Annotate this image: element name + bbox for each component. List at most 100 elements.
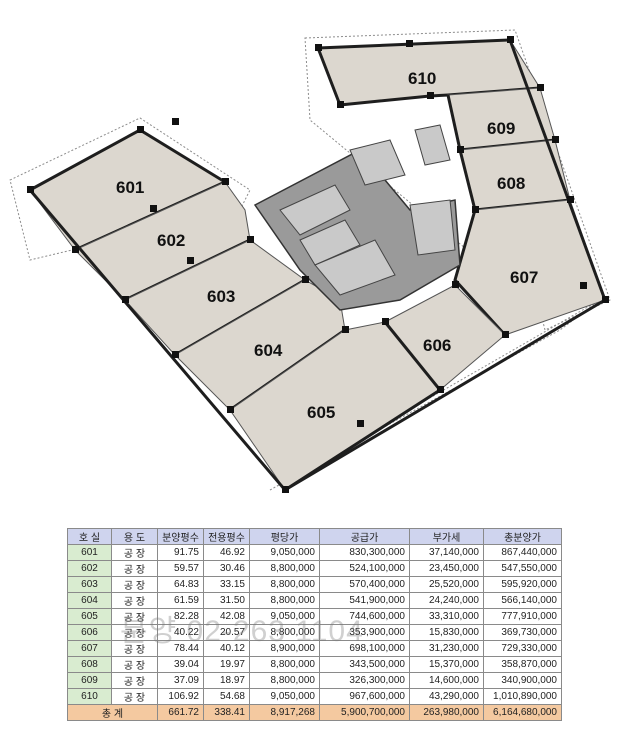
- table-cell: 78.44: [157, 640, 204, 657]
- table-cell: 106.92: [157, 688, 204, 705]
- table-cell: 37,140,000: [409, 544, 484, 561]
- unit-label-608: 608: [497, 174, 525, 193]
- table-cell: 15,830,000: [409, 624, 484, 641]
- table-cell: 605: [67, 608, 112, 625]
- table-cell: 59.57: [157, 560, 204, 577]
- table-cell: 40.12: [203, 640, 250, 657]
- unit-label-609: 609: [487, 119, 515, 138]
- table-cell: 8,800,000: [249, 560, 320, 577]
- table-cell: 604: [67, 592, 112, 609]
- table-cell: 9,050,000: [249, 544, 320, 561]
- column-header: 부가세: [409, 528, 484, 545]
- table-cell: 37.09: [157, 672, 204, 689]
- column-header: 평당가: [249, 528, 320, 545]
- table-cell: 353,900,000: [319, 624, 410, 641]
- table-cell: 14,600,000: [409, 672, 484, 689]
- table-cell: 54.68: [203, 688, 250, 705]
- table-cell: 23,450,000: [409, 560, 484, 577]
- table-cell: 공 장: [111, 544, 158, 561]
- table-cell: 607: [67, 640, 112, 657]
- table-cell: 33,310,000: [409, 608, 484, 625]
- table-cell: 공 장: [111, 576, 158, 593]
- table-cell: 공 장: [111, 672, 158, 689]
- table-cell: 570,400,000: [319, 576, 410, 593]
- table-cell: 42.08: [203, 608, 250, 625]
- table-cell: 9,050,000: [249, 688, 320, 705]
- table-cell: 777,910,000: [483, 608, 562, 625]
- table-cell: 공 장: [111, 640, 158, 657]
- column-header: 총분양가: [483, 528, 562, 545]
- total-cell: 263,980,000: [409, 704, 484, 721]
- table-cell: 595,920,000: [483, 576, 562, 593]
- table-cell: 608: [67, 656, 112, 673]
- unit-label-606: 606: [423, 336, 451, 355]
- column-header: 용 도: [111, 528, 158, 545]
- table-cell: 8,800,000: [249, 624, 320, 641]
- table-cell: 31,230,000: [409, 640, 484, 657]
- table-cell: 369,730,000: [483, 624, 562, 641]
- table-cell: 31.50: [203, 592, 250, 609]
- table-cell: 24,240,000: [409, 592, 484, 609]
- table-cell: 606: [67, 624, 112, 641]
- table-cell: 609: [67, 672, 112, 689]
- table-cell: 343,500,000: [319, 656, 410, 673]
- column-header: 전용평수: [203, 528, 250, 545]
- column-header: 공급가: [319, 528, 410, 545]
- table-cell: 8,900,000: [249, 640, 320, 657]
- unit-label-607: 607: [510, 268, 538, 287]
- total-cell: 661.72: [157, 704, 204, 721]
- table-cell: 8,800,000: [249, 672, 320, 689]
- total-cell: 6,164,680,000: [483, 704, 562, 721]
- table-cell: 8,800,000: [249, 592, 320, 609]
- unit-label-604: 604: [254, 341, 283, 360]
- table-cell: 610: [67, 688, 112, 705]
- table-cell: 15,370,000: [409, 656, 484, 673]
- table-cell: 공 장: [111, 560, 158, 577]
- table-cell: 547,550,000: [483, 560, 562, 577]
- unit-label-601: 601: [116, 178, 144, 197]
- table-cell: 601: [67, 544, 112, 561]
- table-cell: 61.59: [157, 592, 204, 609]
- unit-label-602: 602: [157, 231, 185, 250]
- table-cell: 603: [67, 576, 112, 593]
- table-cell: 20.57: [203, 624, 250, 641]
- table-cell: 744,600,000: [319, 608, 410, 625]
- table-cell: 18.97: [203, 672, 250, 689]
- table-cell: 33.15: [203, 576, 250, 593]
- room-604: [174, 279, 346, 411]
- table-cell: 30.46: [203, 560, 250, 577]
- column-header: 분양평수: [157, 528, 204, 545]
- table-cell: 25,520,000: [409, 576, 484, 593]
- table-cell: 1,010,890,000: [483, 688, 562, 705]
- table-cell: 82.28: [157, 608, 204, 625]
- unit-label-610: 610: [408, 69, 436, 88]
- structural-columns: [27, 36, 609, 493]
- table-cell: 공 장: [111, 656, 158, 673]
- table-cell: 602: [67, 560, 112, 577]
- table-cell: 40.22: [157, 624, 204, 641]
- table-cell: 8,800,000: [249, 576, 320, 593]
- table-cell: 39.04: [157, 656, 204, 673]
- table-cell: 43,290,000: [409, 688, 484, 705]
- table-cell: 541,900,000: [319, 592, 410, 609]
- table-cell: 340,900,000: [483, 672, 562, 689]
- total-cell: 338.41: [203, 704, 250, 721]
- table-cell: 19.97: [203, 656, 250, 673]
- unit-label-603: 603: [207, 287, 235, 306]
- table-cell: 830,300,000: [319, 544, 410, 561]
- total-label: 총 계: [67, 704, 158, 721]
- unit-label-605: 605: [307, 403, 335, 422]
- table-cell: 729,330,000: [483, 640, 562, 657]
